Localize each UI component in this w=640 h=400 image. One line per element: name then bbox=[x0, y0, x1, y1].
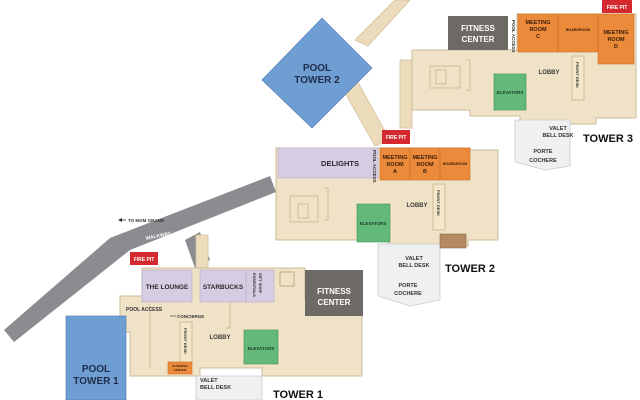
boardroom-tower-3-label: BOARDROOM bbox=[566, 28, 590, 32]
delights bbox=[277, 147, 379, 179]
pool-tower-2-line2: TOWER 2 bbox=[294, 75, 340, 86]
front-desk-tower-2-label: FRONT DESK bbox=[436, 190, 441, 216]
porte-tower-3-line2: COCHERE bbox=[529, 158, 557, 164]
concierge-label: CONCIERGE bbox=[177, 314, 204, 319]
gift-shop-label: GIFT SHOP bbox=[258, 273, 262, 294]
fitness-center-tower-3-line2: CENTER bbox=[462, 35, 495, 44]
front-desk-tower-2 bbox=[432, 183, 446, 231]
meeting-room-b-line1: MEETING bbox=[412, 155, 437, 161]
pool-tower-1-line1: POOL bbox=[82, 364, 110, 375]
meeting-room-a-line1: MEETING bbox=[382, 155, 407, 161]
business-center-line2: CENTER bbox=[174, 368, 187, 372]
tower-2-desk-block bbox=[439, 233, 467, 249]
tower-3-label: TOWER 3 bbox=[583, 133, 633, 145]
meeting-room-a bbox=[379, 147, 411, 181]
delights-label: DELIGHTS bbox=[321, 159, 359, 168]
meeting-room-d bbox=[597, 13, 635, 65]
front-desk-tower-1-label: FRONT DESK bbox=[183, 328, 188, 354]
porte-tower-3-line1: PORTE bbox=[534, 149, 553, 155]
fire-pit-tower-3-label: FIRE PIT bbox=[607, 5, 628, 11]
fitness-center-tower-1-line1: FITNESS bbox=[317, 287, 351, 296]
essentials-gift-shop bbox=[245, 269, 275, 303]
fire-pit-tower-3 bbox=[602, 0, 632, 13]
tower-1-stair-core bbox=[279, 271, 295, 287]
elevators-tower-1 bbox=[243, 329, 279, 365]
meeting-room-b-line2: ROOM bbox=[416, 162, 434, 168]
fitness-center-tower-3-line1: FITNESS bbox=[461, 24, 495, 33]
porte-tower-2-line2: COCHERE bbox=[394, 291, 422, 297]
walkway-label: WALKWAY bbox=[145, 231, 172, 242]
fire-pit-tower-2 bbox=[382, 130, 410, 144]
fire-pit-tower-1 bbox=[130, 252, 158, 265]
front-desk-tower-3 bbox=[571, 55, 585, 101]
pool-tower-2-line1: POOL bbox=[303, 63, 331, 74]
meeting-room-c bbox=[517, 13, 559, 53]
pool-tower-1 bbox=[65, 315, 127, 400]
starbucks-label: STARBUCKS bbox=[203, 284, 244, 291]
pool-tower-2: POOL TOWER 2 bbox=[261, 17, 373, 129]
starbucks bbox=[199, 269, 247, 303]
porte-tower-2-line1: PORTE bbox=[399, 283, 418, 289]
the-lounge bbox=[141, 269, 193, 303]
to-mgm-grand-label: TO MGM GRAND bbox=[128, 218, 165, 223]
fitness-center-tower-1-line2: CENTER bbox=[318, 298, 351, 307]
valet-tower-2-line1: VALET bbox=[405, 256, 423, 262]
elevators-tower-2 bbox=[356, 203, 391, 243]
meeting-room-c-line1: MEETING bbox=[525, 20, 550, 26]
pool-access-tower-1: POOL ACCESS bbox=[126, 307, 163, 313]
business-center bbox=[167, 361, 193, 375]
meeting-room-d-line3: D bbox=[614, 44, 618, 50]
valet-tower-3-line2: BELL DESK bbox=[542, 133, 573, 139]
business-center-line1: BUSINESS bbox=[172, 364, 187, 368]
elevators-tower-3-label: ELEVATORS bbox=[497, 90, 524, 95]
pool-access-tower-2: POOL ACCESS bbox=[372, 150, 377, 183]
pool-access-tower-3: POOL ACCESS bbox=[511, 20, 516, 53]
the-lounge-label: THE LOUNGE bbox=[146, 284, 189, 291]
lobby-tower-1: LOBBY bbox=[210, 335, 231, 341]
meeting-room-d-line1: MEETING bbox=[603, 30, 628, 36]
elevators-tower-1-label: ELEVATORS bbox=[248, 346, 275, 351]
meeting-room-c-line3: C bbox=[536, 34, 540, 40]
pool-tower-1-line2: TOWER 1 bbox=[73, 376, 119, 387]
lobby-tower-3: LOBBY bbox=[539, 70, 560, 76]
valet-tower-1-line1: VALET bbox=[200, 378, 218, 384]
valet-tower-1-line2: BELL DESK bbox=[200, 385, 231, 391]
essentials-label: ESSENTIALS bbox=[252, 273, 256, 297]
tower-1-label: TOWER 1 bbox=[273, 389, 323, 400]
boardroom-tower-2-label: BOARDROOM bbox=[443, 162, 467, 166]
valet-tower-2-line2: BELL DESK bbox=[398, 263, 429, 269]
lobby-tower-2: LOBBY bbox=[407, 203, 428, 209]
elevators-tower-3 bbox=[493, 73, 527, 111]
valet-tower-3-line1: VALET bbox=[549, 126, 567, 132]
front-desk-tower-3-label: FRONT DESK bbox=[575, 62, 580, 88]
elevators-tower-2-label: ELEVATORS bbox=[360, 221, 387, 226]
fire-pit-tower-2-label: FIRE PIT bbox=[386, 135, 407, 141]
boardroom-tower-2 bbox=[439, 147, 471, 181]
meeting-room-a-line2: ROOM bbox=[386, 162, 404, 168]
fitness-center-tower-3 bbox=[448, 16, 508, 50]
to-mgm-grand-sign: TO MGM GRAND bbox=[118, 218, 165, 223]
boardroom-tower-3 bbox=[557, 13, 599, 53]
fire-pit-tower-1-label: FIRE PIT bbox=[134, 257, 155, 263]
meeting-room-d-line2: ROOM bbox=[607, 37, 625, 43]
meeting-room-b bbox=[409, 147, 441, 181]
meeting-room-a-line3: A bbox=[393, 169, 397, 175]
meeting-room-c-line2: ROOM bbox=[529, 27, 547, 33]
tower-2-label: TOWER 2 bbox=[445, 263, 495, 275]
fitness-center-tower-1 bbox=[305, 270, 363, 316]
meeting-room-b-line3: B bbox=[423, 169, 427, 175]
